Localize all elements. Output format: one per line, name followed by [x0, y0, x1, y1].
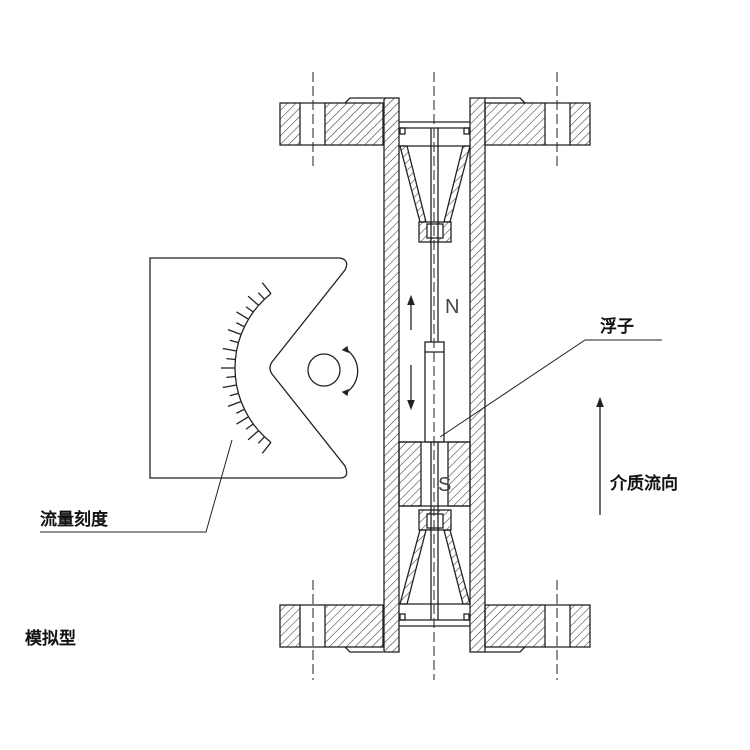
north-pole-label: N	[445, 296, 460, 318]
scale-tick	[227, 400, 242, 408]
scale-tick	[257, 292, 265, 300]
scale-ticks	[221, 282, 272, 454]
tube-right-wall	[469, 97, 486, 653]
scale-tick	[222, 384, 237, 389]
scale-arc	[234, 293, 272, 443]
scale-panel	[149, 257, 348, 479]
scale-tick	[227, 328, 242, 336]
top-guide-cone	[399, 145, 471, 243]
scale-tick	[247, 430, 260, 441]
scale-tick	[261, 282, 272, 294]
scale-tick	[236, 311, 249, 320]
scale-tick	[245, 306, 254, 313]
scale-tick	[222, 347, 237, 352]
scale-tick	[236, 322, 245, 328]
scale-leader-line	[40, 439, 233, 533]
scale-tick	[261, 442, 272, 454]
bottom-flange	[279, 604, 591, 653]
scale-tick	[236, 416, 249, 425]
model-type-label: 模拟型	[25, 629, 76, 649]
south-pole-label: S	[438, 474, 452, 496]
scale-tick	[245, 423, 254, 430]
scale-tick	[236, 408, 245, 414]
scale-tick	[229, 339, 239, 344]
scale-tick	[247, 295, 260, 306]
float-label: 浮子	[600, 317, 634, 337]
scale-tick	[229, 392, 239, 397]
flow-scale-label: 流量刻度	[40, 510, 108, 530]
pointer-pivot	[307, 353, 341, 387]
scale-tick	[257, 436, 265, 444]
float-leader-line	[439, 339, 662, 438]
rotation-arrow	[346, 349, 359, 393]
scale-tick	[226, 375, 236, 378]
bottom-guide-cone	[399, 509, 471, 605]
top-flange	[279, 97, 591, 146]
tube-left-wall	[383, 97, 400, 653]
magnet-left	[398, 441, 422, 507]
flow-direction-label: 介质流向	[610, 474, 678, 494]
scale-tick	[226, 358, 236, 361]
